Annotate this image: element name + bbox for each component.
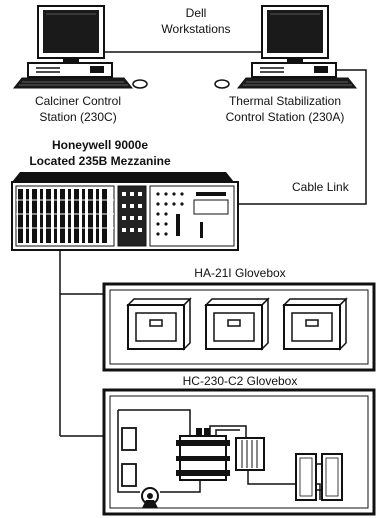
heater-to-scrubber-pipe [247,470,321,500]
calciner-station-label-line1: Calciner Control [34,94,122,108]
cable-link-line [238,69,367,205]
honeywell-label-line2: Located 235B Mezzanine [29,154,171,168]
honeywell-label-line1: Honeywell 9000e [51,138,149,152]
workstations-label-line2: Workstations [161,22,231,36]
filter-1-icon [121,427,137,451]
workstations-label-line1: Dell [185,6,207,20]
column-to-heater-pipe-2 [215,429,240,436]
filter-2-icon [121,463,137,487]
process-piping-loop [117,410,140,493]
thermal-station-label-line2: Control Station (230A) [225,110,345,124]
cable-link-label: Cable Link [292,180,349,194]
thermal-workstation-icon [214,5,358,89]
ha-21i-glovebox-label: HA-21I Glovebox [194,266,286,280]
scrubber-icon [295,453,343,501]
oven-1-icon [126,297,192,351]
thermal-station-label-line1: Thermal Stabilization [228,94,342,108]
oven-3-icon [282,297,348,351]
process-piping-top [118,409,191,436]
reactor-column-icon [176,428,230,481]
process-piping-return [160,480,201,493]
hc-230-c2-glovebox-label: HC-230-C2 Glovebox [182,374,298,388]
condenser-icon [235,437,265,471]
pump-icon [141,487,159,508]
calciner-station-label-line2: Station (230C) [39,110,117,124]
oven-2-icon [204,297,270,351]
calciner-workstation-icon [12,5,148,89]
honeywell-controller-cabinet [11,172,239,251]
